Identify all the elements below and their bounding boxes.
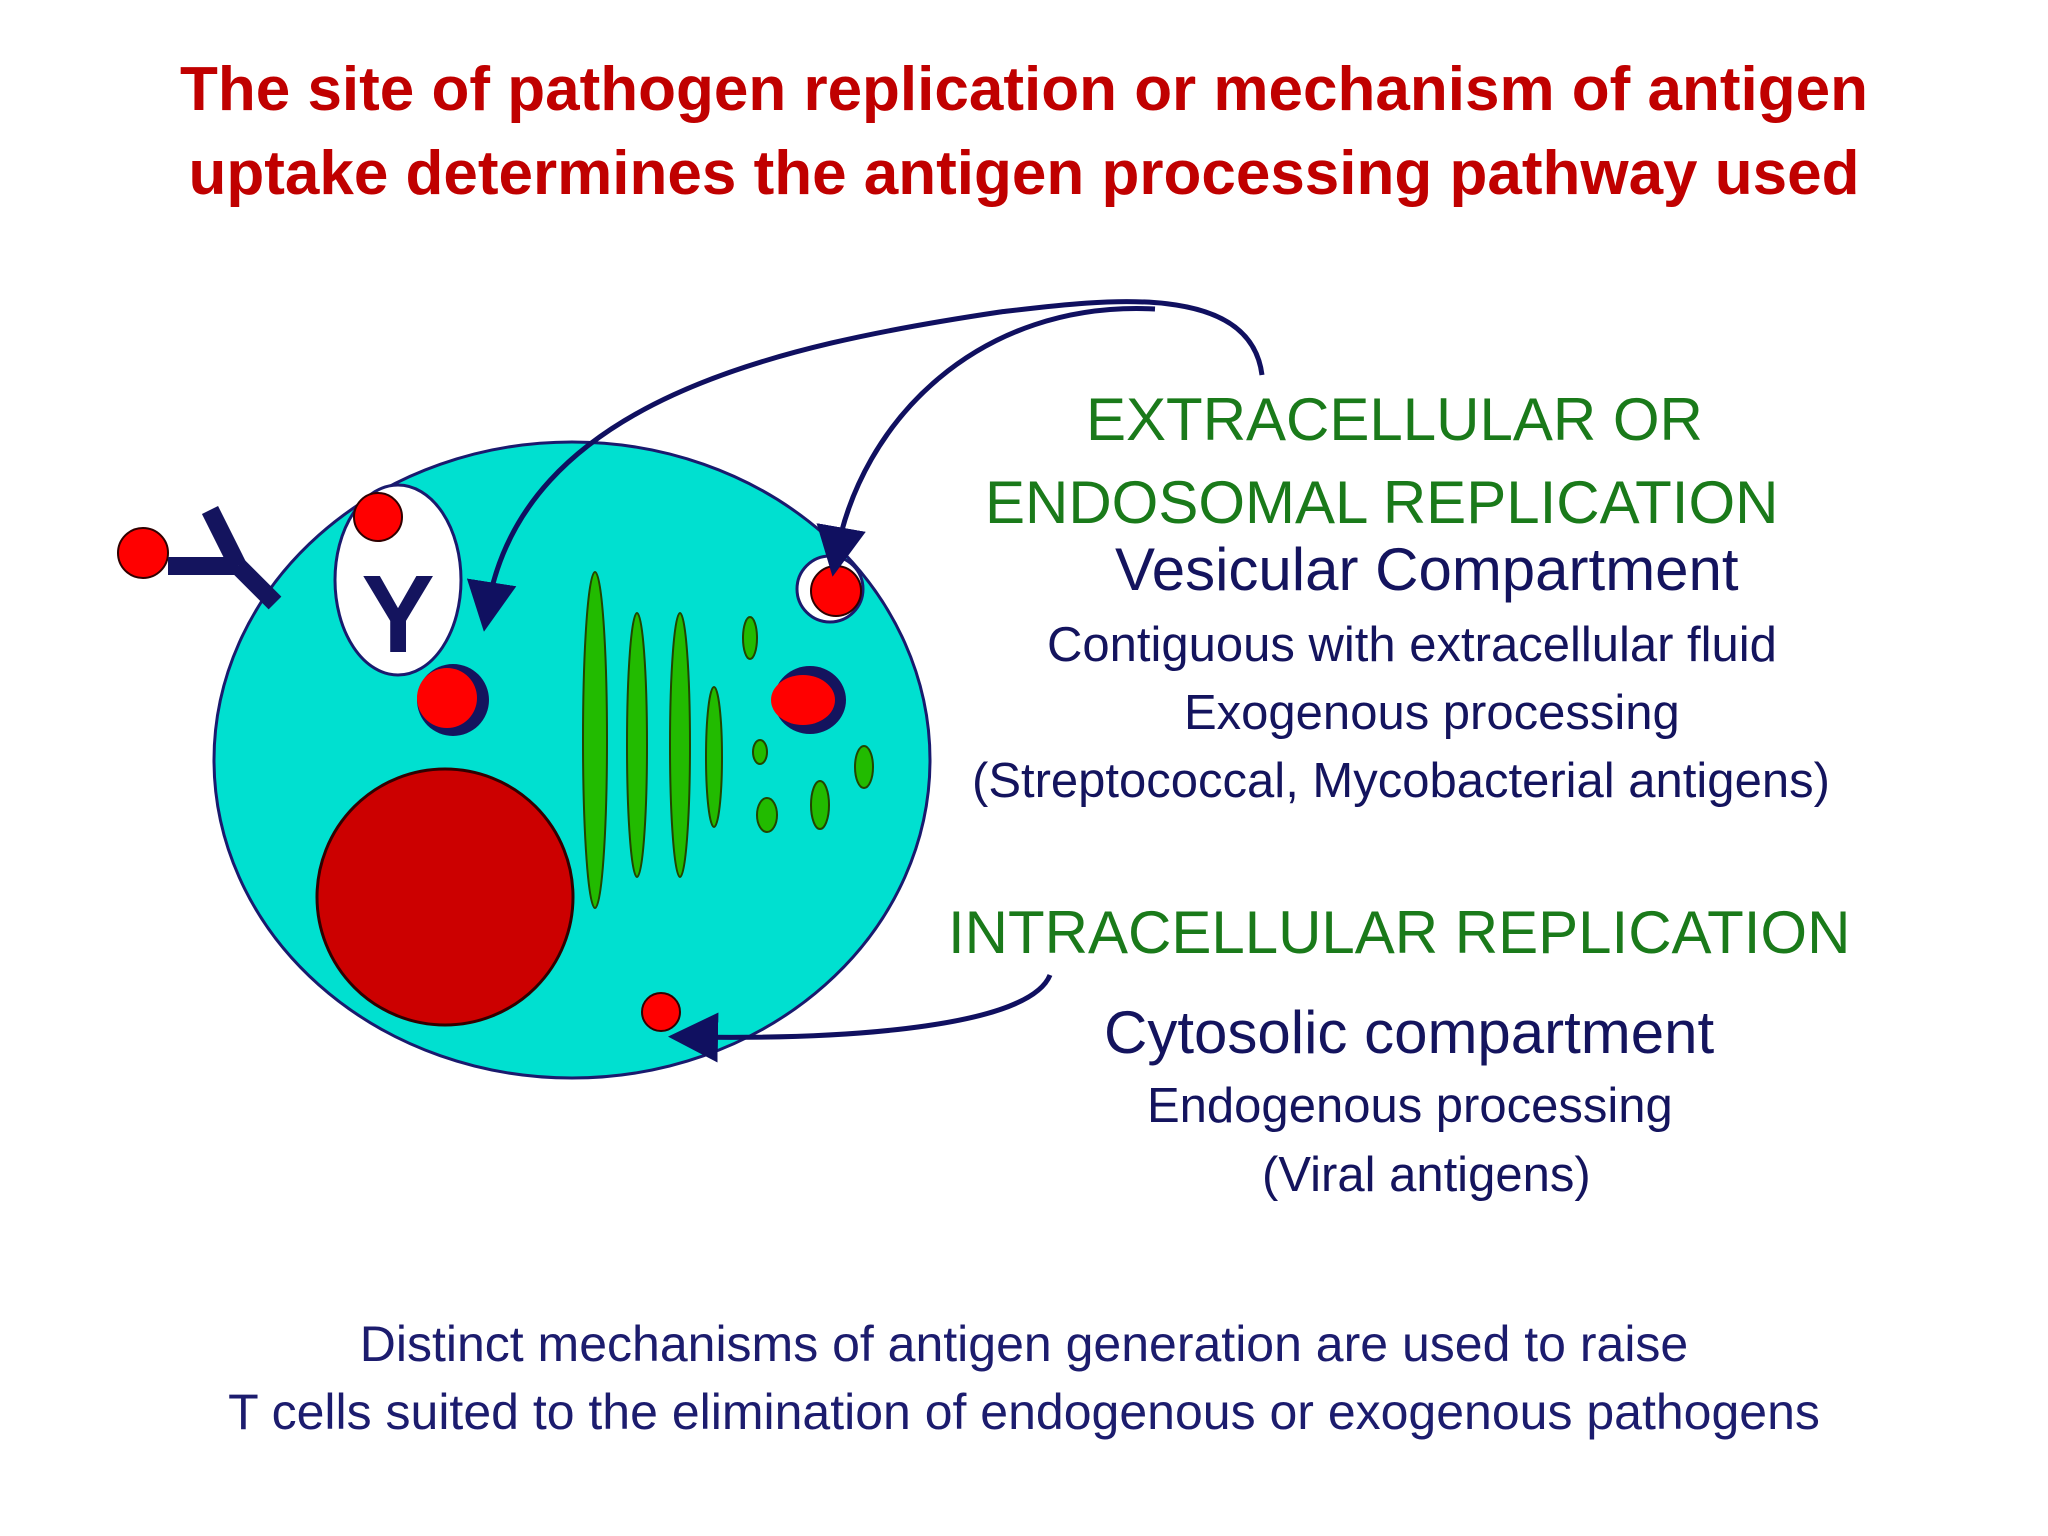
golgi-cisterna-3 <box>669 612 691 878</box>
title-line-2: uptake determines the antigen processing… <box>188 139 1860 208</box>
golgi-cisterna-2 <box>626 612 648 878</box>
intracellular-examples: (Viral antigens) <box>1262 1148 1591 1202</box>
vesicle <box>756 797 778 833</box>
vesicular-compartment-label: Vesicular Compartment <box>1115 536 1739 603</box>
extracellular-examples: (Streptococcal, Mycobacterial antigens) <box>972 754 1830 808</box>
title-line-1: The site of pathogen replication or mech… <box>180 55 1868 124</box>
footer-line-1: Distinct mechanisms of antigen generatio… <box>359 1316 1689 1372</box>
pathogen-in-endosome <box>771 675 835 725</box>
nucleus <box>315 767 575 1027</box>
arrow-extracellular-to-uptake-vesicle <box>816 306 1156 577</box>
extracellular-heading-line-2: ENDOSOMAL REPLICATION <box>985 469 1779 536</box>
arrow-extracellular-to-phagosome <box>466 299 1265 632</box>
intracellular-detail: Endogenous processing <box>1147 1079 1673 1133</box>
footer-line-2: T cells suited to the elimination of end… <box>228 1384 1820 1440</box>
vesicle <box>854 745 874 789</box>
cell-body <box>212 440 932 1080</box>
footer-caption: Distinct mechanisms of antigen generatio… <box>0 1310 2048 1446</box>
pathogen-in-endosome <box>417 668 477 728</box>
arrow-intracellular-to-cytosol <box>668 973 1053 1063</box>
golgi-cisterna-4 <box>705 686 723 828</box>
intracellular-heading: INTRACELLULAR REPLICATION <box>948 899 1851 966</box>
pathogen-being-internalized <box>810 565 862 617</box>
golgi-cisterna-1 <box>582 571 608 909</box>
vesicle <box>810 780 830 830</box>
extracellular-heading-line-1: EXTRACELLULAR OR <box>1086 386 1703 453</box>
extracellular-detail-1: Contiguous with extracellular fluid <box>1047 618 1777 672</box>
extracellular-antibody <box>168 505 282 610</box>
extracellular-detail-2: Exogenous processing <box>1184 686 1680 740</box>
vesicle <box>752 739 768 765</box>
cytosolic-pathogen <box>641 992 681 1032</box>
extracellular-pathogen <box>117 527 169 579</box>
cytosolic-compartment-label: Cytosolic compartment <box>1104 999 1715 1066</box>
antibody-in-phagosome: Y <box>361 553 434 676</box>
slide-title: The site of pathogen replication or mech… <box>0 48 2048 216</box>
vesicle <box>742 616 758 660</box>
pathogen-bound-to-antibody <box>353 492 403 542</box>
